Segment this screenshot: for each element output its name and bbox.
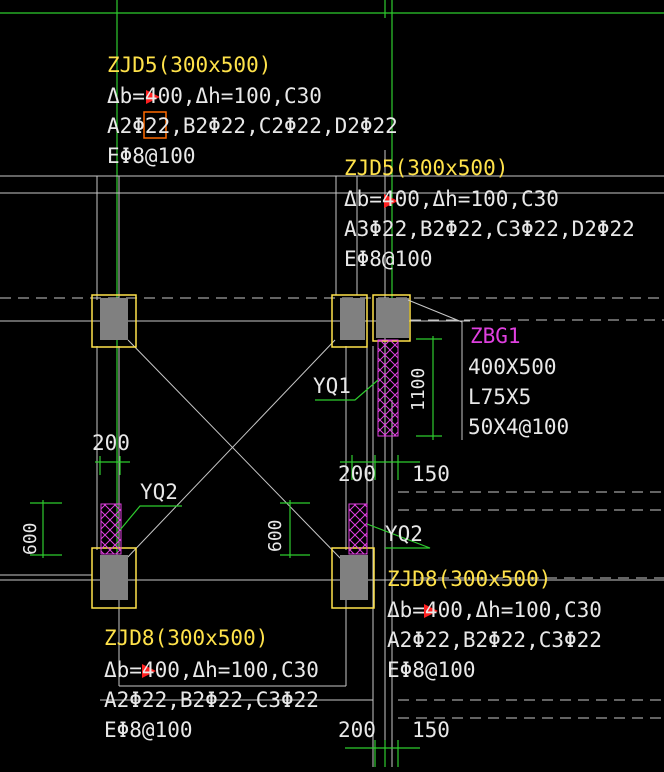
column-top-mid[interactable] xyxy=(331,294,368,348)
label-yq2-left[interactable]: YQ2 xyxy=(140,480,178,504)
label-line: Δb=400,Δh=100,C30 xyxy=(107,84,322,108)
column-top-right[interactable] xyxy=(372,294,411,342)
label-line: EΦ8@100 xyxy=(387,658,476,682)
label-zbg1[interactable]: ZBG1 400X500 L75X5 50X4@100 xyxy=(468,324,569,439)
leader-yq1 xyxy=(315,379,379,401)
label-yq1[interactable]: YQ1 xyxy=(313,374,351,398)
label-line: A2Φ22,B2Φ22,C3Φ22 xyxy=(104,688,319,712)
cross-bracing xyxy=(124,339,343,561)
flag-marker xyxy=(146,90,160,104)
label-line: EΦ8@100 xyxy=(344,247,433,271)
red-markers xyxy=(142,90,438,678)
label-line: L75X5 xyxy=(468,385,531,409)
label-zjd8-b[interactable]: ZJD8(300x500) Δb=400,Δh=100,C30 A2Φ22,B2… xyxy=(387,567,602,682)
dashed-beam-lines xyxy=(0,297,664,719)
leader-yq2-right xyxy=(366,523,431,549)
label-zjd5-a[interactable]: ZJD5(300x500) Δb=400,Δh=100,C30 A2Φ22,B2… xyxy=(107,53,398,168)
flag-marker xyxy=(142,664,156,678)
label-line: 50X4@100 xyxy=(468,415,569,439)
columns xyxy=(91,294,411,609)
label-line: 400X500 xyxy=(468,355,557,379)
label-yq2-right[interactable]: YQ2 xyxy=(385,522,423,546)
dim-200-left: 200 xyxy=(92,431,130,455)
wall-yq2-right[interactable] xyxy=(348,503,368,555)
flag-marker xyxy=(424,604,438,618)
dim-200-mid: 200 xyxy=(338,462,376,486)
dim-1100: 1100 xyxy=(408,368,429,411)
selection-highlight xyxy=(143,111,167,139)
dim-150-bottom: 150 xyxy=(412,718,450,742)
leader-lines xyxy=(119,299,463,549)
label-line: Δb=400,Δh=100,C30 xyxy=(104,658,319,682)
dim-600-left: 600 xyxy=(20,522,41,555)
dim-600-mid: 600 xyxy=(265,519,286,552)
column-top-left[interactable] xyxy=(91,294,137,348)
label-line: EΦ8@100 xyxy=(104,718,193,742)
dimension-lines xyxy=(30,336,442,767)
shear-walls xyxy=(100,339,399,555)
axis-lines xyxy=(0,0,664,560)
label-title: ZBG1 xyxy=(470,324,521,348)
label-line: Δb=400,Δh=100,C30 xyxy=(387,598,602,622)
dim-150-mid: 150 xyxy=(412,462,450,486)
label-title: ZJD8(300x500) xyxy=(104,626,268,650)
label-title: ZJD8(300x500) xyxy=(387,567,551,591)
label-title: ZJD5(300x500) xyxy=(107,53,271,77)
leader-zbg1 xyxy=(407,299,463,440)
dim-200-bottom: 200 xyxy=(338,718,376,742)
label-line: A3Φ22,B2Φ22,C3Φ22,D2Φ22 xyxy=(344,217,635,241)
leader-yq2-left xyxy=(119,505,182,531)
label-line: EΦ8@100 xyxy=(107,144,196,168)
wall-yq1[interactable] xyxy=(377,339,399,437)
flag-marker xyxy=(384,194,398,208)
label-zjd5-b[interactable]: ZJD5(300x500) Δb=400,Δh=100,C30 A3Φ22,B2… xyxy=(344,156,635,271)
wall-yq2-left[interactable] xyxy=(100,503,122,555)
label-zjd8-a[interactable]: ZJD8(300x500) Δb=400,Δh=100,C30 A2Φ22,B2… xyxy=(104,626,319,742)
label-title: ZJD5(300x500) xyxy=(344,156,508,180)
label-line: Δb=400,Δh=100,C30 xyxy=(344,187,559,211)
column-bottom-mid[interactable] xyxy=(331,547,375,609)
label-line: A2Φ22,B2Φ22,C2Φ22,D2Φ22 xyxy=(107,114,398,138)
column-bottom-left[interactable] xyxy=(91,547,137,609)
label-line: A2Φ22,B2Φ22,C3Φ22 xyxy=(387,628,602,652)
